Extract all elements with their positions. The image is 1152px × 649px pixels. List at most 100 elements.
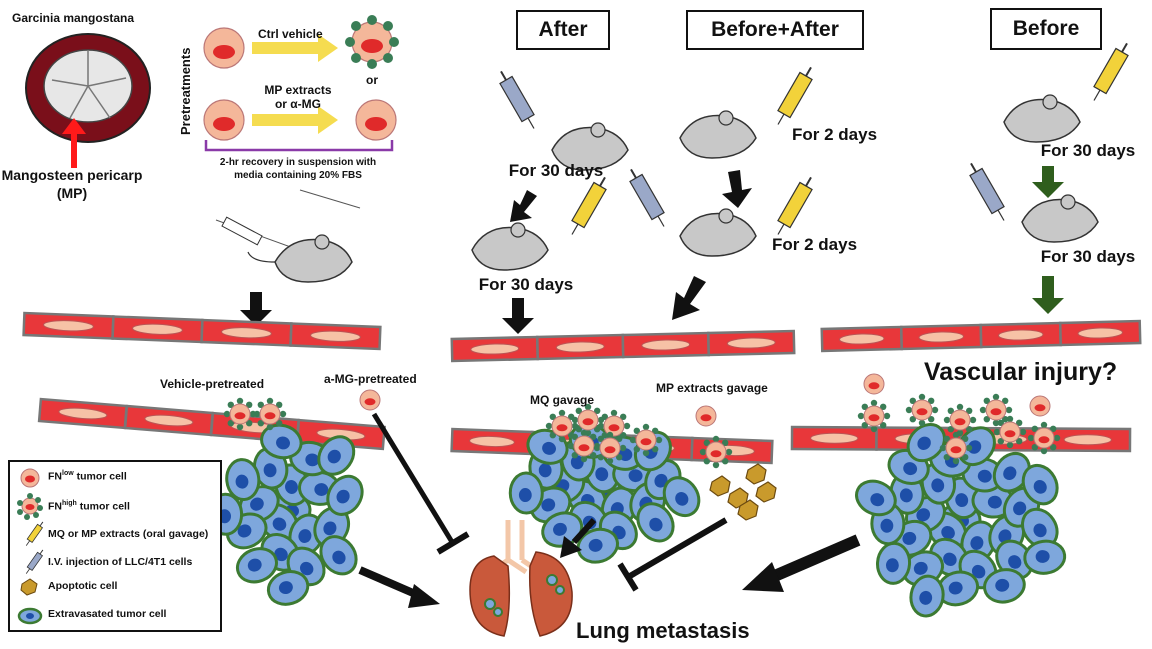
extravasated-tumor-cell xyxy=(317,435,356,476)
injection-syringe-icon xyxy=(215,189,361,255)
tumor-cell-fnlow-icon xyxy=(203,99,245,141)
tumor-cell-fnhigh xyxy=(567,429,601,463)
extravasated-tumor-cell xyxy=(983,568,1026,604)
legend-blue-syringe-icon xyxy=(25,549,44,574)
legend-extravasated: Extravasated tumor cell xyxy=(48,608,167,620)
extravasated-tumor-cell xyxy=(326,474,364,516)
extravasated-tumor-cell xyxy=(576,527,620,564)
lung-icon xyxy=(469,520,573,637)
vessel-segment xyxy=(621,331,711,359)
black-arrow-icon xyxy=(240,292,272,326)
mp-extracts-label: MP extracts xyxy=(264,83,331,97)
tumor-cell-fnhigh-icon xyxy=(345,15,399,69)
vessel-segment xyxy=(535,333,625,361)
extravasated-tumor-cell xyxy=(876,541,912,585)
legend-apoptotic-icon xyxy=(20,578,38,596)
mouse-icon xyxy=(1021,194,1099,243)
yellow-syringe-icon xyxy=(777,66,813,125)
legend-fnhigh: FNhigh tumor cell xyxy=(48,500,130,513)
vehicle-pretreated-label: Vehicle-pretreated xyxy=(160,377,264,391)
black-arrow-icon xyxy=(502,298,534,334)
tumor-cell-fnhigh xyxy=(979,393,1013,427)
mq-gavage-label: MQ gavage xyxy=(530,393,594,407)
lung-metastasis-label: Lung metastasis xyxy=(576,618,750,643)
black-arrow-icon xyxy=(560,517,597,558)
extravasated-tumor-cell xyxy=(266,570,310,606)
vessel-segment xyxy=(820,325,904,353)
vessel-segment xyxy=(123,404,214,437)
yellow-arrow-icon xyxy=(252,106,338,134)
green-arrow-icon xyxy=(1032,276,1064,314)
black-arrow-icon xyxy=(722,170,752,208)
amg-label: or α-MG xyxy=(275,97,321,111)
green-arrow-icon xyxy=(1032,166,1064,198)
extravasated-tumor-cell xyxy=(662,476,701,518)
yellow-syringe-icon xyxy=(1093,42,1129,101)
vessel-segment xyxy=(37,397,128,430)
black-arrow-icon xyxy=(742,534,861,592)
extravasated-tumor-cell xyxy=(1023,539,1067,575)
tumor-cell-fnhigh xyxy=(993,415,1027,449)
vascular-injury-label: Vascular injury? xyxy=(924,358,1117,386)
legend-fnlow: FNlow tumor cell xyxy=(48,470,127,483)
vessel-segment xyxy=(1044,427,1132,453)
vessel-segment xyxy=(979,321,1063,349)
before-duration-1: For 30 days xyxy=(1041,141,1136,160)
recovery-bracket xyxy=(204,140,394,152)
tumor-cell-fnhigh xyxy=(857,399,891,433)
pericarp-label: Mangosteen pericarp xyxy=(2,167,143,183)
legend-icons xyxy=(17,468,44,625)
mouse-icon xyxy=(679,208,757,257)
legend-extravasated-icon xyxy=(17,607,43,625)
extravasated-tumor-cell xyxy=(526,428,569,465)
vessel-segment xyxy=(450,335,540,363)
extravasated-tumor-cell xyxy=(319,535,358,576)
blue-syringe-icon xyxy=(499,70,535,129)
inhibit-arrow xyxy=(371,412,470,555)
recovery-label-1: 2-hr recovery in suspension with xyxy=(220,157,376,168)
extravasated-tumor-cell xyxy=(260,423,303,460)
legend-fnhigh-icon xyxy=(17,493,43,520)
amg-pretreated-label: a-MG-pretreated xyxy=(324,372,417,386)
mp-gavage-label: MP extracts gavage xyxy=(656,381,768,395)
black-arrow-icon xyxy=(672,276,706,320)
extravasated-tumor-cell xyxy=(636,502,675,543)
blue-syringe-icon xyxy=(969,162,1005,221)
tumor-cell-fnlow xyxy=(359,389,381,411)
tumor-cell-fnhigh xyxy=(699,435,733,469)
tumor-cell-fnlow-icon xyxy=(203,27,245,69)
pretreatments-label: Pretreatments xyxy=(178,48,193,135)
apoptotic-cells xyxy=(709,463,777,521)
header-after: After xyxy=(516,10,610,50)
tumor-cell-fnhigh xyxy=(571,403,605,437)
legend-gavage: MQ or MP extracts (oral gavage) xyxy=(48,528,209,540)
header-before: Before xyxy=(990,8,1102,50)
extravasated-tumor-cell xyxy=(909,574,945,618)
mouse-icon xyxy=(247,234,353,283)
tumor-cell-fnlow-icon xyxy=(355,99,397,141)
mangosteen-fruit-icon xyxy=(25,33,151,143)
blue-syringe-icon xyxy=(629,168,665,227)
ctrl-vehicle-label: Ctrl vehicle xyxy=(258,27,323,41)
extravasated-tumor-cell xyxy=(1021,507,1059,549)
legend-panel: FNlow tumor cell FNhigh tumor cell MQ or… xyxy=(8,460,222,632)
vessel-segment xyxy=(450,427,534,456)
vessel-segment xyxy=(706,329,796,357)
recovery-label-2: media containing 20% FBS xyxy=(234,170,362,181)
extravasated-tumor-cell xyxy=(906,423,946,463)
vessel-segment xyxy=(200,318,293,347)
extravasated-tumor-cell xyxy=(855,479,897,517)
tumor-cell-fnhigh xyxy=(1027,421,1061,455)
header-before-after: Before+After xyxy=(686,10,864,50)
vessel-segment xyxy=(1058,319,1142,347)
after-duration-2: For 30 days xyxy=(479,275,574,294)
extravasated-tumor-cell xyxy=(225,458,261,502)
tumor-cell-fnhigh xyxy=(597,409,631,443)
legend-yellow-syringe-icon xyxy=(25,521,44,546)
tumor-cell-fnlow xyxy=(863,373,885,395)
or-label: or xyxy=(366,73,378,87)
legend-injection: I.V. injection of LLC/4T1 cells xyxy=(48,556,193,568)
red-arrow-icon xyxy=(62,118,86,168)
ba-duration-1: For 2 days xyxy=(792,125,877,144)
tumor-cell-fnlow xyxy=(695,405,717,427)
